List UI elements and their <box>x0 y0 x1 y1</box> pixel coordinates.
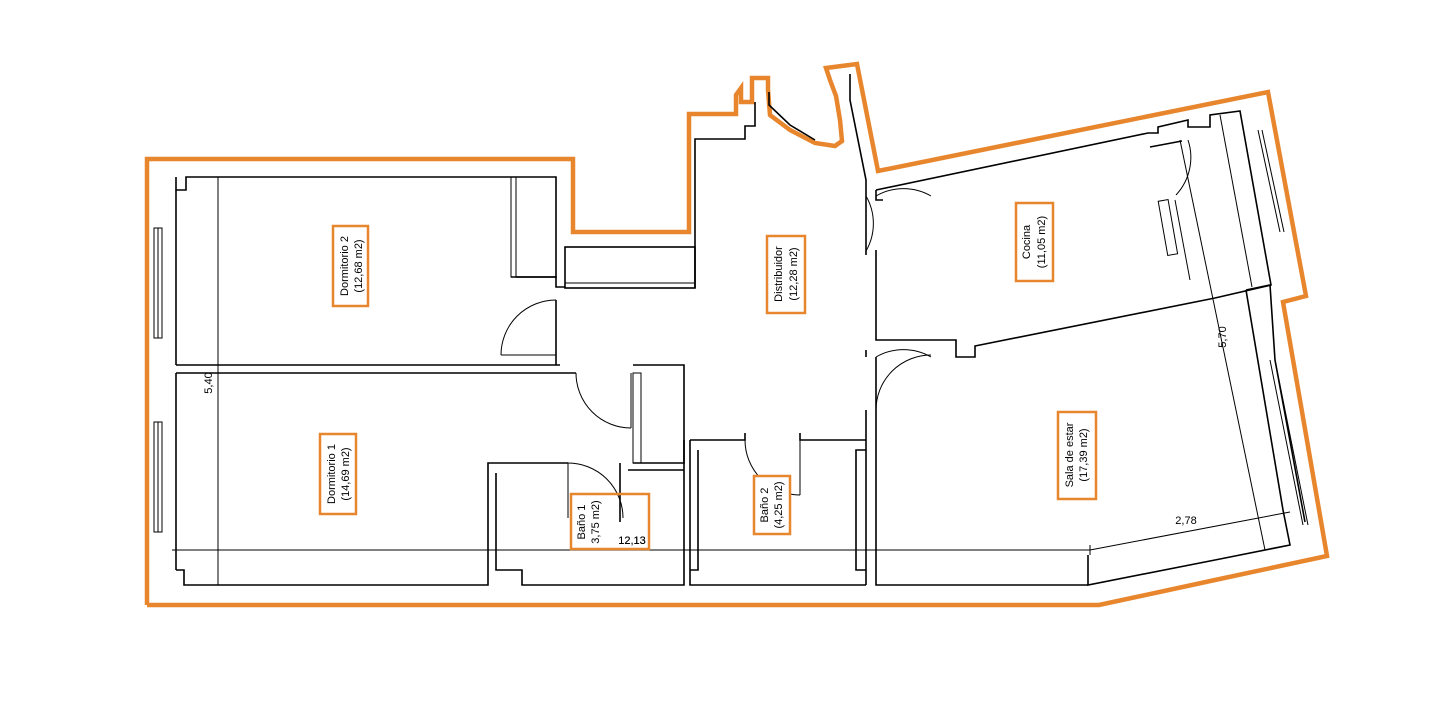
property-outline <box>144 61 1330 608</box>
windows <box>153 129 1309 533</box>
room-name: Dormitorio 1 <box>326 444 338 504</box>
room-area: (12,28 m2) <box>788 247 800 300</box>
room-area: (14,69 m2) <box>340 447 352 500</box>
room-area: (12,68 m2) <box>353 239 365 292</box>
room-label-bano1: Baño 1 3,75 m2) <box>569 492 651 551</box>
room-area: (4,25 m2) <box>773 481 785 528</box>
room-area: 3,75 m2) <box>590 500 602 543</box>
room-name: Distribuidor <box>773 246 785 302</box>
room-area: (17,39 m2) <box>1078 428 1090 481</box>
dimension-lines <box>172 139 1291 585</box>
room-name: Cocina <box>1021 224 1033 259</box>
room-name: Dormitorio 2 <box>339 236 351 296</box>
dim-height-left: 5,40 <box>203 372 215 393</box>
room-label-dormitorio2: Dormitorio 2 (12,68 m2) <box>331 224 370 308</box>
room-label-cocina: Cocina (11,05 m2) <box>1014 201 1055 283</box>
room-label-distribuidor: Distribuidor (12,28 m2) <box>765 234 807 315</box>
dim-width-right: 2,78 <box>1175 515 1196 527</box>
room-label-sala: Sala de estar (17,39 m2) <box>1056 410 1098 501</box>
walls <box>175 74 1306 586</box>
dim-width-total: 12,13 <box>618 535 646 547</box>
dim-width-total-overlay: 12,13 <box>618 535 646 547</box>
room-label-bano2: Baño 2 (4,25 m2) <box>752 474 792 536</box>
dim-height-right: 5,70 <box>1217 326 1229 347</box>
room-name: Baño 1 <box>576 505 588 540</box>
room-name: Sala de estar <box>1064 422 1076 487</box>
room-area: (11,05 m2) <box>1036 216 1048 268</box>
room-name: Baño 2 <box>759 488 771 523</box>
room-label-dormitorio1: Dormitorio 1 (14,69 m2) <box>318 432 358 516</box>
